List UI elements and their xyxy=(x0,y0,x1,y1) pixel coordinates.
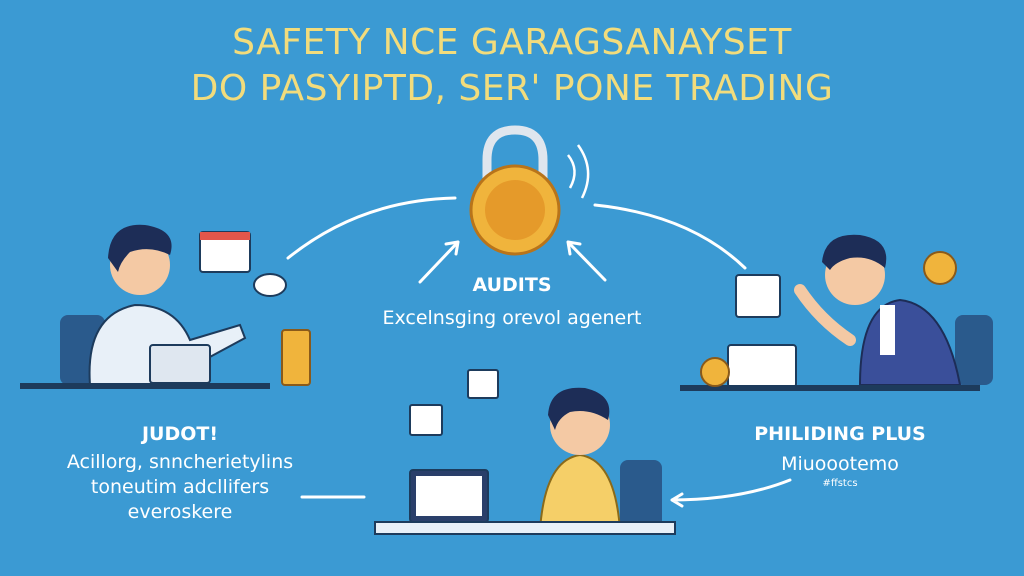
arrow-left-up xyxy=(418,240,460,284)
left-text-line: toneutim adcllifers xyxy=(90,476,270,498)
flow-arrows xyxy=(286,196,792,508)
left-text-line: Acillorg, snncherietylins xyxy=(66,451,294,473)
person-left xyxy=(20,224,311,389)
left-text-line: everoskere xyxy=(127,501,233,523)
arrow-right xyxy=(670,478,792,508)
left-heading: JUDOT! xyxy=(141,423,219,445)
left-text: Acillorg, snncherietylins toneutim adcll… xyxy=(40,450,320,525)
person-right xyxy=(680,234,993,391)
right-small-text: #ffstcs xyxy=(822,478,858,489)
arc-left-top xyxy=(286,196,457,260)
padlock-icon xyxy=(469,125,590,256)
person-center xyxy=(374,369,676,535)
title-line-1: SAFETY NCE GARAGSANAYSET xyxy=(232,22,792,63)
right-heading: PHILIDING PLUS xyxy=(754,423,926,445)
center-heading: AUDITS xyxy=(472,274,552,296)
arc-right-top xyxy=(593,203,747,270)
title-line-2: DO PASYIPTD, SER' PONE TRADING xyxy=(190,68,834,109)
center-text: Excelnsging orevol agenert xyxy=(382,307,642,329)
document-icon xyxy=(735,274,781,318)
arrow-right-up xyxy=(566,240,607,282)
chat-bubble-icon xyxy=(253,273,287,297)
right-text: Miuoootemo xyxy=(781,453,899,475)
dollar-coin-icon xyxy=(923,251,957,285)
dollar-coin-icon xyxy=(700,357,730,387)
